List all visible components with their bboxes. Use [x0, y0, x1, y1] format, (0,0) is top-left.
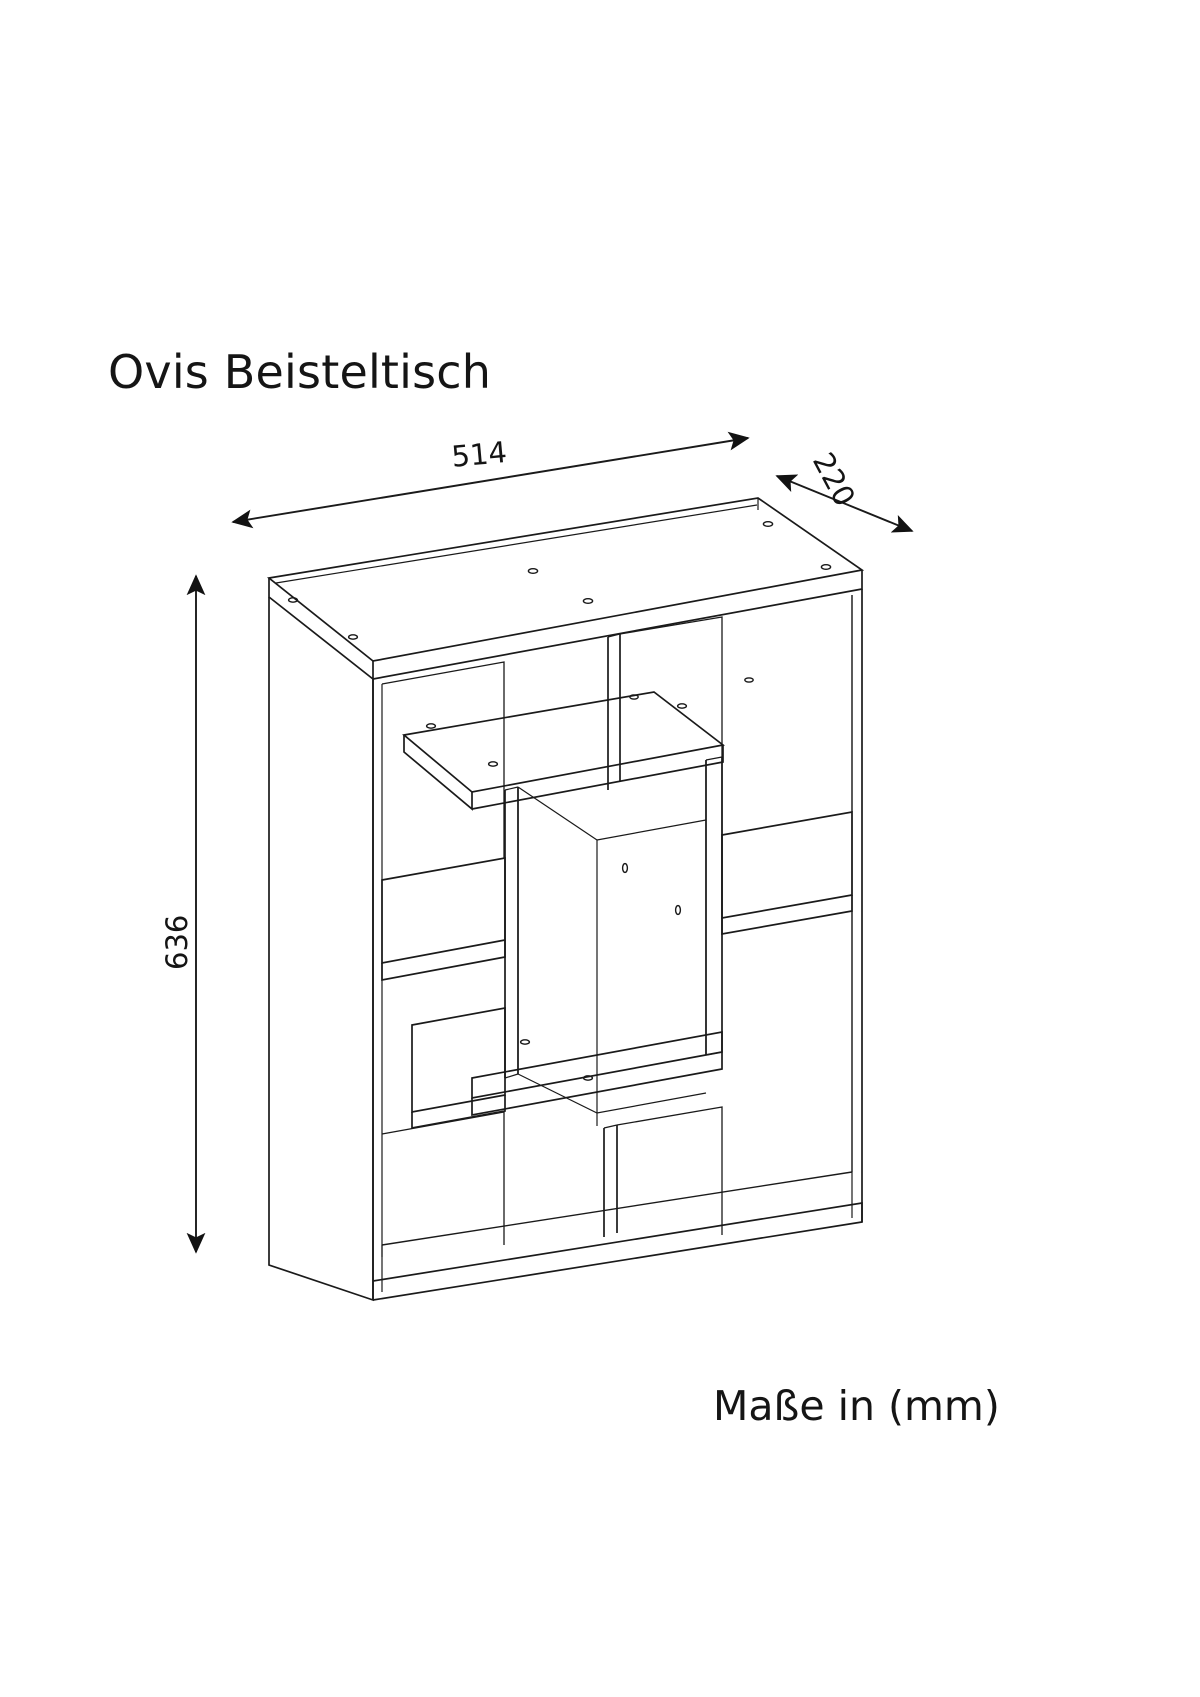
- dowel-holes-center-box: [425, 703, 688, 1081]
- dimension-lines: [186, 431, 914, 1254]
- page-title: Ovis Beisteltisch: [108, 345, 492, 399]
- shelf-left-lower: [411, 1006, 506, 1130]
- dowel-holes-top-panel: [287, 521, 832, 640]
- dimension-line-width: [231, 431, 750, 529]
- carcass-outer: [268, 498, 863, 1302]
- units-note: Maße in (mm): [713, 1382, 1000, 1430]
- shelf-right-middle: [721, 810, 853, 936]
- dowel-holes-carcass: [629, 677, 754, 700]
- internal-vertical-dividers: [603, 633, 621, 1237]
- center-protruding-box: [402, 691, 726, 1126]
- dimension-label-height: 636: [160, 914, 194, 970]
- shelf-left-middle: [381, 856, 506, 982]
- box-top-face: [402, 691, 726, 793]
- dimension-line-depth: [775, 474, 914, 533]
- dimension-label-width: 514: [450, 434, 509, 474]
- cubby-back-edges: [381, 595, 853, 1245]
- base-panel: [372, 1202, 863, 1301]
